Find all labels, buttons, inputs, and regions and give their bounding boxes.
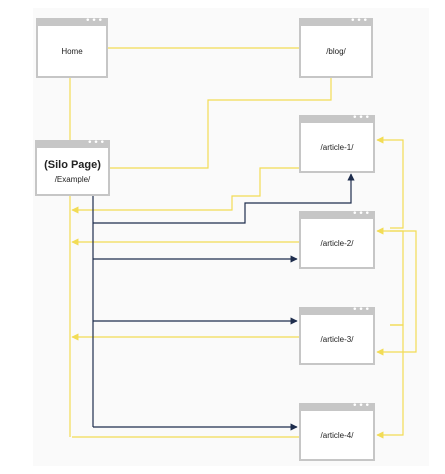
home-label: Home xyxy=(61,46,83,56)
article-2-label: /article-2/ xyxy=(320,238,354,248)
window-titlebar: ••• xyxy=(301,401,373,411)
window-dots: ••• xyxy=(350,16,369,26)
window-dots: ••• xyxy=(352,209,371,219)
silo-page-path: /Example/ xyxy=(54,174,91,184)
window-dots: ••• xyxy=(352,401,371,411)
articles-yellow-arrow-1 xyxy=(376,136,404,229)
articles-yellow-arrow-4 xyxy=(376,324,404,439)
articles-yellow-arrow-3 xyxy=(376,230,417,356)
window-titlebar: ••• xyxy=(37,138,108,148)
article-4-window: ••• /article-4/ xyxy=(299,401,375,461)
window-titlebar: ••• xyxy=(301,16,371,26)
window-titlebar: ••• xyxy=(38,16,106,26)
window-dots: ••• xyxy=(352,305,371,315)
blog-to-silo-link xyxy=(107,77,332,169)
silo-page-window: ••• (Silo Page) /Example/ xyxy=(35,138,110,196)
window-dots: ••• xyxy=(87,138,106,148)
window-dots: ••• xyxy=(85,16,104,26)
window-titlebar: ••• xyxy=(301,305,373,315)
articles-yellow-arrow-2 xyxy=(376,227,404,326)
article-4-label: /article-4/ xyxy=(320,430,354,440)
article-2-window: ••• /article-2/ xyxy=(299,209,375,269)
window-dots: ••• xyxy=(352,113,371,123)
article-1-window: ••• /article-1/ xyxy=(299,113,375,173)
article-3-label: /article-3/ xyxy=(320,334,354,344)
silo-page-title: (Silo Page) xyxy=(44,158,101,171)
blog-page-window: ••• /blog/ xyxy=(299,16,373,78)
article-1-label: /article-1/ xyxy=(320,142,354,152)
silo-to-article1-link xyxy=(93,173,355,224)
article-3-window: ••• /article-3/ xyxy=(299,305,375,365)
window-titlebar: ••• xyxy=(301,113,373,123)
home-page-window: ••• Home xyxy=(36,16,108,78)
window-titlebar: ••• xyxy=(301,209,373,219)
article1-to-silo-link xyxy=(71,167,300,214)
blog-label: /blog/ xyxy=(326,46,346,56)
